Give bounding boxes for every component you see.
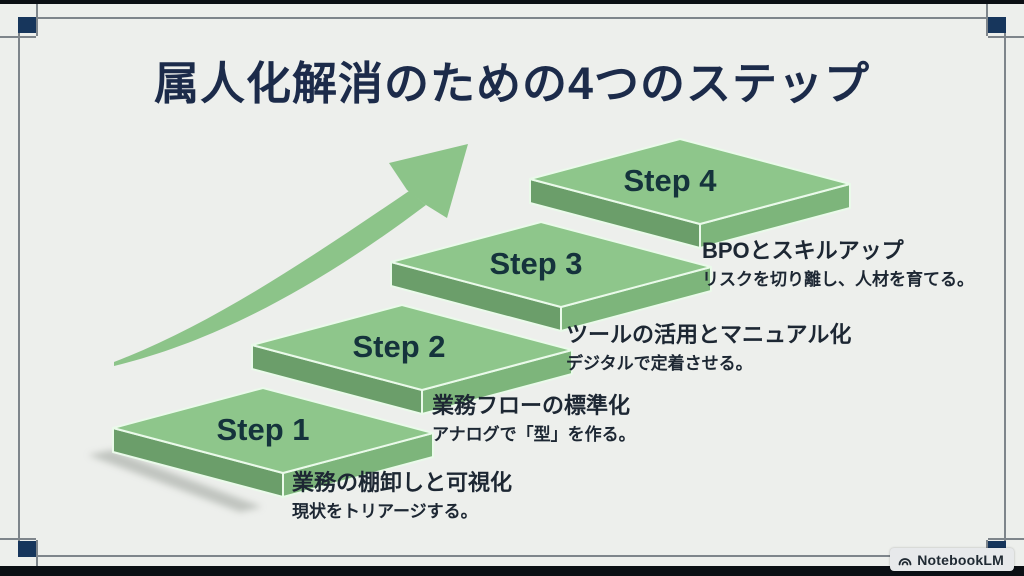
corner-accent-square (988, 17, 1006, 33)
step-shadow (88, 450, 262, 512)
frame-accent-line (0, 538, 36, 540)
growth-arrow-icon (114, 144, 468, 366)
frame-accent-line (986, 0, 988, 36)
step-4-label: Step 4 (623, 163, 717, 198)
step-2-heading: 業務フローの標準化 (432, 393, 631, 418)
step-4-subtext: リスクを切り離し、人材を育てる。 (702, 269, 974, 289)
step-2-subtext: アナログで「型」を作る。 (432, 424, 636, 444)
frame-accent-line (988, 36, 1024, 38)
step-1-heading: 業務の棚卸しと可視化 (292, 470, 513, 495)
frame-accent-line (36, 0, 38, 36)
frame-accent-line (0, 36, 36, 38)
step-2-block (251, 304, 573, 415)
notebooklm-watermark: NotebookLM (890, 548, 1014, 571)
letterbox-top (0, 0, 1024, 4)
frame-accent-line (988, 538, 1024, 540)
step-3-subtext: デジタルで定着させる。 (566, 353, 753, 373)
step-3-description: ツールの活用とマニュアル化 デジタルで定着させる。 (566, 321, 851, 374)
frame-line-left (18, 17, 20, 557)
step-1-description: 業務の棚卸しと可視化 現状をトリアージする。 (292, 469, 512, 522)
frame-accent-line (36, 540, 38, 576)
step-3-block (390, 221, 712, 332)
step-1-subtext: 現状をトリアージする。 (292, 501, 478, 521)
slide-title: 属人化解消のための4つのステップ (153, 58, 871, 109)
frame-line-bottom (18, 555, 1006, 557)
corner-accent-square (18, 17, 36, 33)
step-1-block (112, 387, 434, 498)
step-1-label: Step 1 (216, 412, 309, 447)
step-4-description: BPOとスキルアップ リスクを切り離し、人材を育てる。 (702, 237, 974, 290)
watermark-label: NotebookLM (917, 551, 1004, 568)
step-3-heading: ツールの活用とマニュアル化 (566, 322, 852, 347)
step-4-block (529, 138, 851, 249)
step-2-description: 業務フローの標準化 アナログで「型」を作る。 (432, 392, 636, 445)
notebooklm-icon (898, 554, 912, 566)
step-2-label: Step 2 (352, 329, 445, 364)
frame-line-top (18, 17, 1006, 19)
step-3-label: Step 3 (489, 246, 582, 281)
frame-line-right (1004, 17, 1006, 557)
letterbox-bottom (0, 566, 1024, 576)
corner-accent-square (18, 541, 36, 557)
step-4-heading: BPOとスキルアップ (702, 238, 904, 263)
